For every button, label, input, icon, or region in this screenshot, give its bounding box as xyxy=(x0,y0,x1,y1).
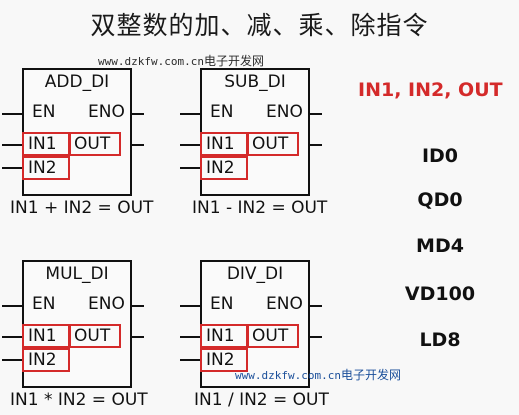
eno-wire xyxy=(130,113,144,115)
in1-label: IN1 xyxy=(200,132,248,156)
block-sub-di: SUB_DI EN ENO IN1 IN2 OUT IN1 - IN2 = OU… xyxy=(180,68,380,218)
watermark-bottom-url: www.dzkfw.com.cn xyxy=(235,369,341,382)
en-wire xyxy=(2,305,22,307)
in2-label: IN2 xyxy=(200,348,248,372)
in2-wire xyxy=(2,359,22,361)
en-wire xyxy=(180,113,200,115)
in1-label: IN1 xyxy=(22,324,70,348)
operand-header: IN1, IN2, OUT xyxy=(358,79,503,101)
in2-label: IN2 xyxy=(22,348,70,372)
formula: IN1 - IN2 = OUT xyxy=(192,198,328,218)
operand-address: VD100 xyxy=(404,283,476,305)
en-wire xyxy=(2,113,22,115)
in1-wire xyxy=(180,144,200,146)
block-name: DIV_DI xyxy=(226,264,284,284)
en-label: EN xyxy=(210,102,234,122)
in1-wire xyxy=(2,144,22,146)
eno-label: ENO xyxy=(266,102,303,122)
watermark-bottom: www.dzkfw.com.cn电子开发网 xyxy=(235,366,401,383)
en-label: EN xyxy=(210,294,234,314)
operand-address: MD4 xyxy=(416,235,464,257)
eno-wire xyxy=(308,113,322,115)
in2-label: IN2 xyxy=(200,156,248,180)
operand-address: QD0 xyxy=(417,189,463,211)
en-label: EN xyxy=(32,102,56,122)
eno-wire xyxy=(308,305,322,307)
in1-label: IN1 xyxy=(22,132,70,156)
out-wire xyxy=(308,144,322,146)
in1-wire xyxy=(180,336,200,338)
block-name: SUB_DI xyxy=(224,72,286,92)
block-mul-di: MUL_DI EN ENO IN1 IN2 OUT IN1 * IN2 = OU… xyxy=(2,260,202,410)
page-title: 双整数的加、减、乘、除指令 xyxy=(90,11,429,40)
out-wire xyxy=(130,336,144,338)
out-wire xyxy=(308,336,322,338)
in2-wire xyxy=(180,167,200,169)
operand-address: LD8 xyxy=(419,329,461,351)
watermark-top-url: www.dzkfw.com.cn xyxy=(98,55,204,68)
eno-wire xyxy=(130,305,144,307)
formula: IN1 * IN2 = OUT xyxy=(10,390,148,410)
watermark-top: www.dzkfw.com.cn电子开发网 xyxy=(98,52,264,69)
eno-label: ENO xyxy=(266,294,303,314)
block-div-di: DIV_DI EN ENO IN1 IN2 OUT IN1 / IN2 = OU… xyxy=(180,260,380,410)
operand-address: ID0 xyxy=(421,145,459,167)
eno-label: ENO xyxy=(88,294,125,314)
en-wire xyxy=(180,305,200,307)
in2-wire xyxy=(2,167,22,169)
in2-wire xyxy=(180,359,200,361)
out-wire xyxy=(130,144,144,146)
watermark-top-site: 电子开发网 xyxy=(203,54,264,68)
in1-label: IN1 xyxy=(200,324,248,348)
in1-wire xyxy=(2,336,22,338)
out-label: OUT xyxy=(247,324,299,348)
out-label: OUT xyxy=(69,132,121,156)
formula: IN1 + IN2 = OUT xyxy=(10,198,154,218)
block-name: ADD_DI xyxy=(44,72,110,92)
watermark-bottom-site: 电子开发网 xyxy=(340,368,401,382)
block-add-di: ADD_DI EN ENO IN1 IN2 OUT IN1 + IN2 = OU… xyxy=(2,68,202,218)
block-name: MUL_DI xyxy=(45,264,109,284)
formula: IN1 / IN2 = OUT xyxy=(194,390,329,410)
eno-label: ENO xyxy=(88,102,125,122)
out-label: OUT xyxy=(69,324,121,348)
out-label: OUT xyxy=(247,132,299,156)
in2-label: IN2 xyxy=(22,156,70,180)
en-label: EN xyxy=(32,294,56,314)
